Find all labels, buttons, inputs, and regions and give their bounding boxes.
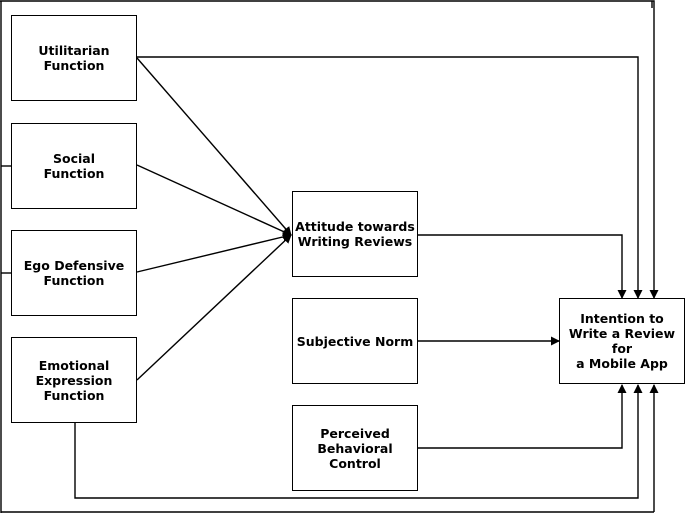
- social-function-label: Social Function: [43, 151, 105, 181]
- perceived-control-box: Perceived Behavioral Control: [292, 405, 418, 491]
- arrow-control-intention: [418, 384, 627, 449]
- arrow-emotional-attitude: [136, 234, 292, 381]
- arrow-emotional-intention: [74, 384, 643, 499]
- subjective-norm-box: Subjective Norm: [292, 298, 418, 384]
- intention-box: Intention to Write a Review for a Mobile…: [559, 298, 685, 384]
- arrow-ego-attitude: [136, 232, 292, 273]
- arrow-utilitarian-attitude: [136, 57, 292, 236]
- arrow-attitude-intention: [418, 234, 627, 299]
- subjective-norm-label: Subjective Norm: [296, 333, 414, 349]
- ego-defensive-function-box: Ego Defensive Function: [11, 230, 137, 316]
- perceived-control-label: Perceived Behavioral Control: [317, 425, 393, 471]
- attitude-box: Attitude towards Writing Reviews: [292, 191, 418, 277]
- emotional-expression-function-box: Emotional Expression Function: [11, 337, 137, 423]
- arrow-frame-intention: [649, 0, 659, 299]
- ego-defensive-function-label: Ego Defensive Function: [23, 258, 125, 288]
- arrow-social-attitude: [136, 164, 292, 236]
- emotional-expression-function-label: Emotional Expression Function: [35, 357, 113, 403]
- attitude-label: Attitude towards Writing Reviews: [295, 219, 415, 249]
- social-function-box: Social Function: [11, 123, 137, 209]
- utilitarian-function-box: Utilitarian Function: [11, 15, 137, 101]
- arrow-utilitarian-intention: [137, 56, 643, 299]
- intention-label: Intention to Write a Review for a Mobile…: [568, 311, 676, 371]
- utilitarian-function-label: Utilitarian Function: [38, 43, 110, 73]
